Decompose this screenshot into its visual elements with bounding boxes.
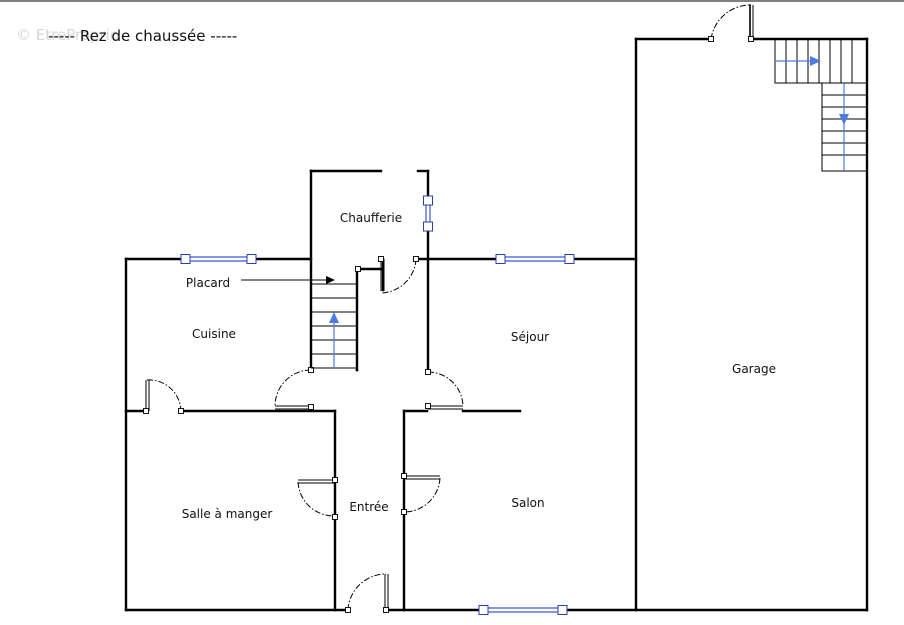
window-salon: [478, 605, 568, 615]
windows: [180, 195, 575, 615]
stair-right-arrow-icon: [810, 56, 821, 66]
door-garage: [708, 4, 754, 42]
door-sejour: [425, 369, 464, 410]
room-label-sejour: Séjour: [511, 330, 549, 344]
door-chaufferie: [355, 256, 419, 294]
door-entree-salon: [401, 473, 441, 515]
staircase-interior: [241, 276, 357, 369]
stair-up-arrow-icon: [329, 312, 339, 323]
room-label-cuisine: Cuisine: [192, 327, 236, 341]
room-label-placard: Placard: [186, 276, 230, 290]
door-salle-entree: [297, 477, 338, 520]
watermark: © EtreProprio: [16, 26, 119, 44]
room-label-chaufferie: Chaufferie: [340, 211, 402, 225]
room-label-garage: Garage: [732, 362, 776, 376]
plan-title: ----- Rez de chaussée -----: [48, 27, 237, 45]
window-sejour: [495, 254, 575, 264]
doors: [143, 4, 754, 613]
window-chaufferie: [423, 195, 433, 232]
staircase-garage: [774, 38, 868, 172]
stair-down-arrow-icon: [839, 114, 849, 125]
room-labels: Chaufferie Placard Cuisine Séjour Garage…: [182, 211, 776, 521]
room-label-salon: Salon: [511, 496, 544, 510]
door-cuisine-salle: [143, 379, 184, 414]
door-stairs-hall: [274, 367, 314, 410]
room-label-salle-a-manger: Salle à manger: [182, 507, 273, 521]
room-label-entree: Entrée: [349, 500, 388, 514]
door-front: [345, 573, 389, 613]
arrow-right-icon: [326, 276, 335, 284]
window-cuisine: [180, 254, 257, 264]
walls: [124, 37, 869, 612]
